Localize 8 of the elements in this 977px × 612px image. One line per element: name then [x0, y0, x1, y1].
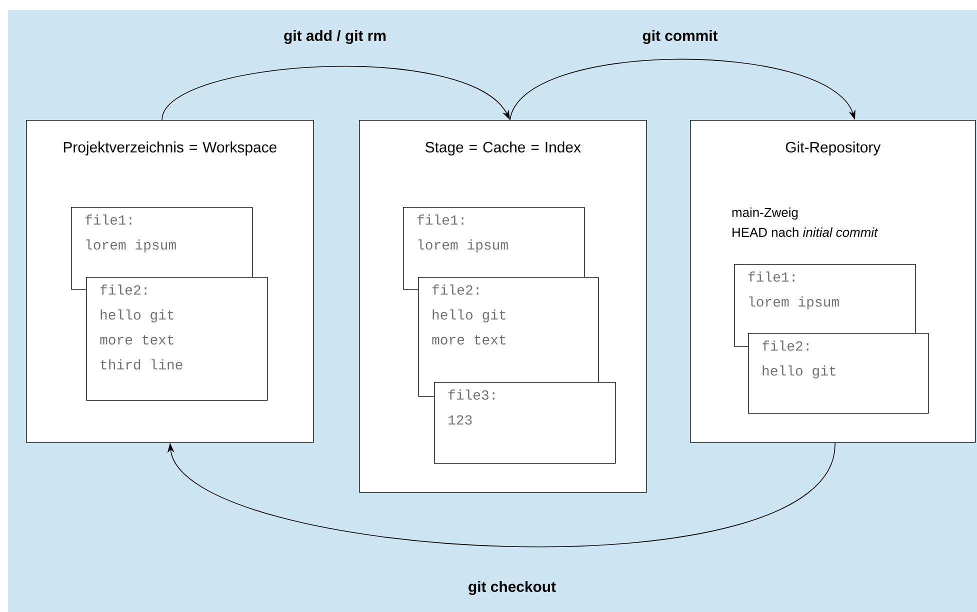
edge-label: git add / git rm — [282, 28, 388, 46]
arrow — [510, 58, 856, 120]
file-card: file3: 123 — [434, 382, 616, 464]
file-card: file2: hello git more text third line — [86, 277, 268, 401]
edge-label: git commit — [640, 28, 720, 46]
file-card: file2: hello git — [748, 333, 929, 414]
edge-label: git checkout — [466, 579, 558, 597]
arrow — [167, 442, 836, 547]
